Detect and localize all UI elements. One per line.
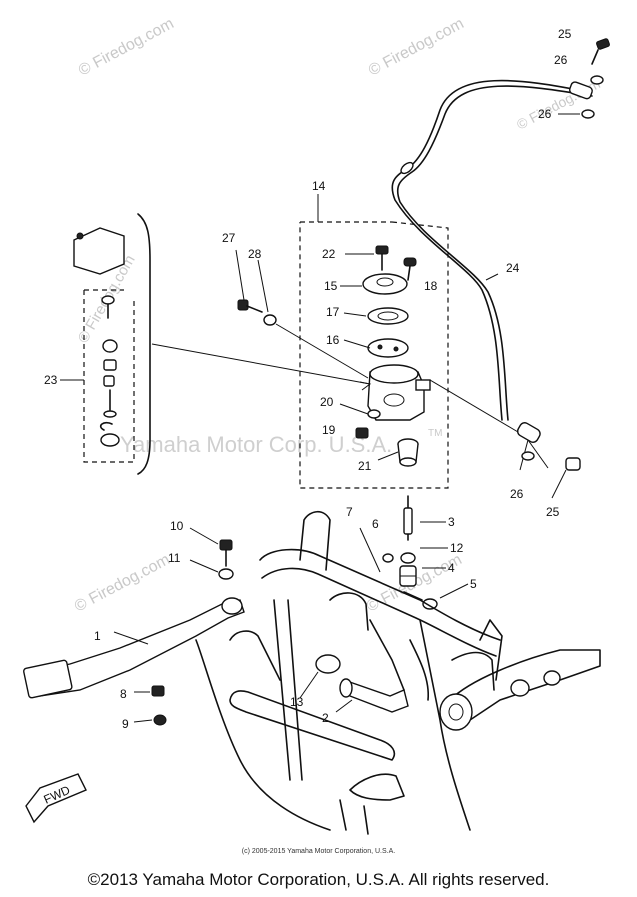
part-label-14: 14 bbox=[312, 179, 326, 193]
boot-21 bbox=[397, 438, 419, 467]
washer-20 bbox=[367, 409, 381, 419]
footer-small-copyright: (c) 2005-2015 Yamaha Motor Corporation, … bbox=[241, 848, 396, 855]
bolt-25-bottom bbox=[551, 457, 581, 499]
part-label-1: 1 bbox=[94, 629, 101, 643]
part-label-6: 6 bbox=[372, 517, 379, 531]
part-label-26-bottom: 26 bbox=[510, 487, 524, 501]
part-label-23: 23 bbox=[44, 373, 58, 387]
washer-28 bbox=[263, 314, 277, 326]
master-cylinder-body bbox=[367, 364, 431, 421]
part-label-10: 10 bbox=[170, 519, 184, 533]
bushing-13 bbox=[315, 654, 341, 674]
washer-26-top bbox=[590, 75, 604, 85]
bolt-27 bbox=[237, 299, 263, 313]
watermark-firedog-6: © Firedog.com bbox=[514, 75, 603, 132]
part-label-2: 2 bbox=[322, 711, 329, 725]
part-label-4: 4 bbox=[448, 561, 455, 575]
part-label-19: 19 bbox=[322, 423, 336, 437]
push-rod-3 bbox=[403, 495, 413, 541]
shaft-2 bbox=[339, 678, 409, 713]
pin-5 bbox=[403, 591, 438, 610]
brake-rod-24 bbox=[391, 79, 593, 471]
frame bbox=[195, 510, 601, 835]
clevis-4 bbox=[399, 565, 417, 587]
part-labels: 1 2 3 4 5 6 7 8 9 10 11 12 13 14 15 16 1… bbox=[44, 27, 572, 731]
part-label-8: 8 bbox=[120, 687, 127, 701]
flange-15 bbox=[362, 273, 408, 295]
bolt-19 bbox=[355, 427, 369, 439]
part-label-27: 27 bbox=[222, 231, 236, 245]
part-label-28: 28 bbox=[248, 247, 262, 261]
cover-16 bbox=[367, 338, 409, 358]
pin-7 bbox=[359, 527, 381, 573]
part-label-25-top: 25 bbox=[558, 27, 572, 41]
part-label-26-mid: 26 bbox=[538, 107, 552, 121]
part-label-22: 22 bbox=[322, 247, 336, 261]
part-label-7: 7 bbox=[346, 505, 353, 519]
part-label-20: 20 bbox=[320, 395, 334, 409]
washer-26-bottom bbox=[521, 451, 535, 461]
part-label-24: 24 bbox=[506, 261, 520, 275]
nut-12 bbox=[400, 552, 416, 564]
part-label-3: 3 bbox=[448, 515, 455, 529]
washer-26-lower bbox=[581, 109, 595, 119]
nut-9 bbox=[153, 714, 167, 726]
part-label-26-top: 26 bbox=[554, 53, 568, 67]
part-label-18: 18 bbox=[424, 279, 438, 293]
brake-pedal-1 bbox=[23, 597, 245, 699]
fwd-arrow: FWD bbox=[25, 773, 87, 824]
part-label-21: 21 bbox=[358, 459, 372, 473]
part-label-5: 5 bbox=[470, 577, 477, 591]
watermark-firedog-2: © Firedog.com bbox=[366, 15, 467, 79]
bolt-22 bbox=[375, 245, 389, 271]
seal-17 bbox=[367, 307, 409, 325]
cotter-pin-6 bbox=[382, 553, 394, 563]
part-label-13: 13 bbox=[290, 695, 304, 709]
part-label-17: 17 bbox=[326, 305, 340, 319]
footer-main-copyright: ©2013 Yamaha Motor Corporation, U.S.A. A… bbox=[87, 870, 550, 889]
part-label-12: 12 bbox=[450, 541, 464, 555]
detail-box-23 bbox=[60, 213, 372, 475]
screw-18 bbox=[403, 257, 417, 281]
watermark-yamaha-center: Yamaha Motor Corp. U.S.A. bbox=[120, 432, 392, 457]
watermark-tm: TM bbox=[428, 428, 442, 439]
watermark-firedog-1: © Firedog.com bbox=[76, 15, 177, 79]
washer-11 bbox=[218, 568, 234, 580]
bolt-10 bbox=[219, 539, 233, 567]
part-label-25-bottom: 25 bbox=[546, 505, 560, 519]
bolt-8 bbox=[151, 685, 165, 697]
part-label-9: 9 bbox=[122, 717, 129, 731]
assembly-box-14 bbox=[299, 194, 449, 489]
bolt-25-top bbox=[591, 38, 610, 65]
part-label-11: 11 bbox=[168, 551, 181, 565]
part-label-16: 16 bbox=[326, 333, 340, 347]
watermark-firedog-4: © Firedog.com bbox=[72, 551, 173, 615]
part-label-15: 15 bbox=[324, 279, 338, 293]
